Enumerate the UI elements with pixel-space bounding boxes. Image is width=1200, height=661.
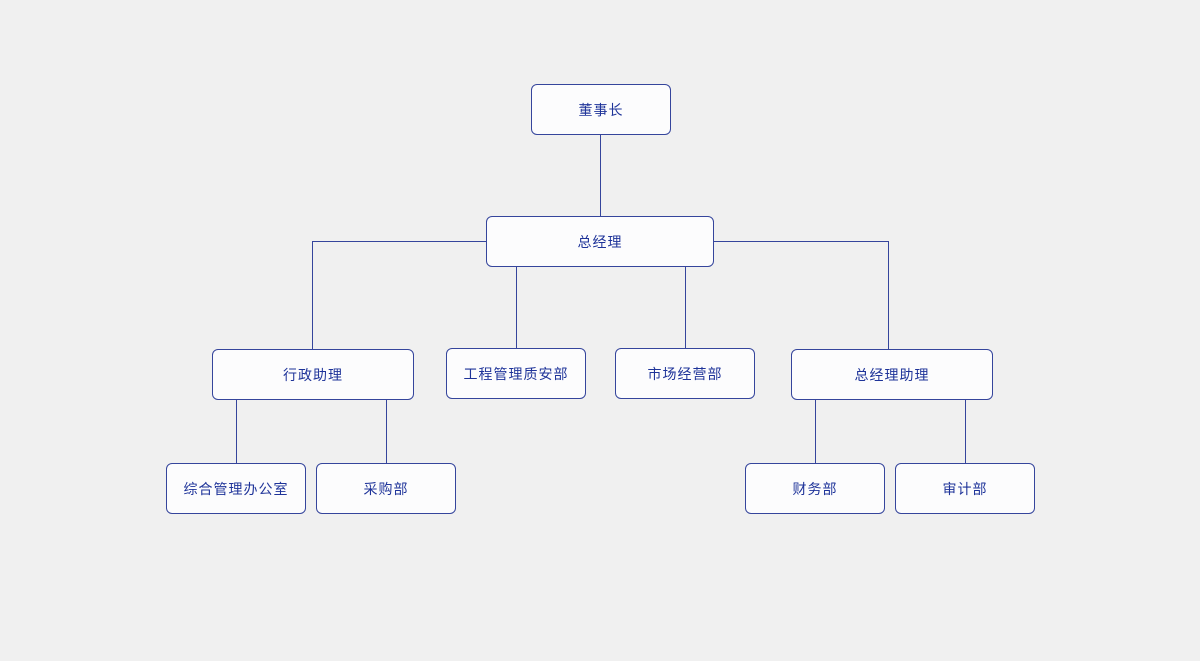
connector-admin-assistant-general-mgmt-office: [236, 400, 237, 463]
org-node-market-operations-dept-label: 市场经营部: [647, 365, 723, 382]
org-node-gm-assistant-label: 总经理助理: [854, 366, 930, 383]
org-node-procurement-dept-label: 采购部: [363, 480, 409, 497]
connector-general-manager-admin-assistant-v: [312, 241, 313, 349]
org-node-general-mgmt-office-label: 综合管理办公室: [183, 480, 289, 497]
org-node-finance-dept[interactable]: 财务部: [745, 463, 885, 514]
connector-admin-assistant-procurement: [386, 400, 387, 463]
connector-general-manager-gm-assistant-v: [888, 241, 889, 349]
connector-general-manager-admin-assistant-h: [312, 241, 486, 242]
org-node-chairman[interactable]: 董事长: [531, 84, 671, 135]
connector-general-manager-eng-quality-safety: [516, 267, 517, 348]
org-node-admin-assistant-label: 行政助理: [283, 366, 343, 383]
org-node-audit-dept-label: 审计部: [942, 480, 988, 497]
connector-general-manager-gm-assistant-h: [714, 241, 888, 242]
org-node-market-operations-dept[interactable]: 市场经营部: [615, 348, 755, 399]
org-node-general-manager-label: 总经理: [577, 233, 623, 250]
org-node-audit-dept[interactable]: 审计部: [895, 463, 1035, 514]
connector-general-manager-market-operations: [685, 267, 686, 348]
org-node-eng-quality-safety-dept[interactable]: 工程管理质安部: [446, 348, 586, 399]
connector-gm-assistant-audit: [965, 400, 966, 463]
connector-chairman-general-manager: [600, 135, 601, 216]
org-node-eng-quality-safety-dept-label: 工程管理质安部: [463, 365, 569, 382]
org-node-admin-assistant[interactable]: 行政助理: [212, 349, 414, 400]
org-node-chairman-label: 董事长: [578, 101, 624, 118]
org-node-general-mgmt-office[interactable]: 综合管理办公室: [166, 463, 306, 514]
org-node-gm-assistant[interactable]: 总经理助理: [791, 349, 993, 400]
connector-gm-assistant-finance: [815, 400, 816, 463]
org-node-procurement-dept[interactable]: 采购部: [316, 463, 456, 514]
org-node-general-manager[interactable]: 总经理: [486, 216, 714, 267]
org-node-finance-dept-label: 财务部: [792, 480, 838, 497]
